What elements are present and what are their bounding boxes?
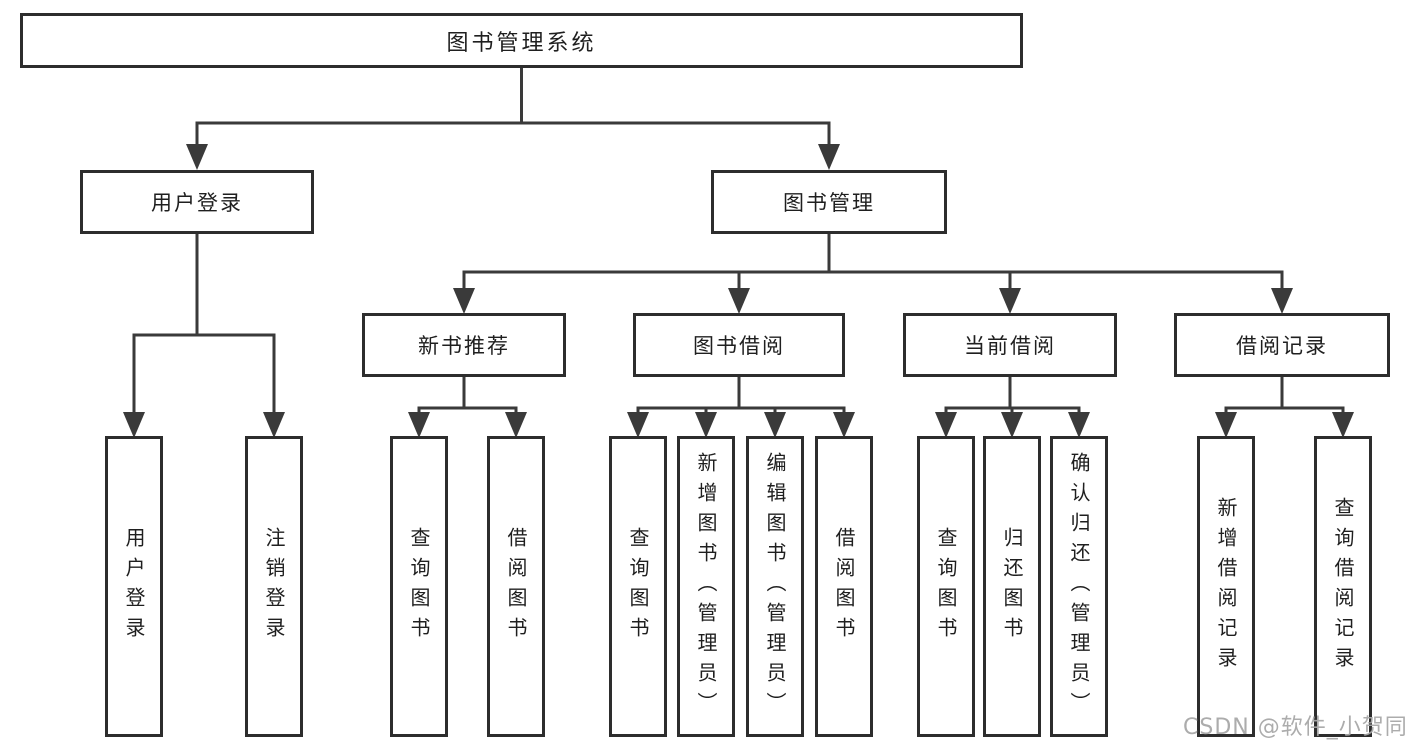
leaf-add-book-admin: 新增图书（管理员） [677,436,735,737]
leaf-return-book: 归还图书 [983,436,1041,737]
arrowhead-icon [186,144,208,170]
leaf-query-borrow-record: 查询借阅记录 [1314,436,1372,737]
node-label: 用户登录 [122,526,146,647]
leaf-query-book-3: 查询图书 [917,436,975,737]
node-new-book-recommend: 新书推荐 [362,313,566,377]
watermark: CSDN @软件_小贺同学 [1183,715,1405,740]
leaf-confirm-return-admin: 确认归还（管理员） [1050,436,1108,737]
node-label: 查询借阅记录 [1331,496,1355,677]
arrowhead-icon [833,412,855,438]
arrowhead-icon [408,412,430,438]
arrowhead-icon [263,412,285,438]
node-label: 新增图书（管理员） [694,451,718,722]
arrowhead-icon [1332,412,1354,438]
node-label: 图书借阅 [693,334,785,358]
node-borrow-records: 借阅记录 [1174,313,1390,377]
leaf-logout: 注销登录 [245,436,303,737]
arrowhead-icon [1068,412,1090,438]
node-user-login: 用户登录 [80,170,314,234]
arrowhead-icon [453,288,475,314]
arrowhead-icon [627,412,649,438]
node-label: 新书推荐 [418,334,510,358]
node-label: 当前借阅 [964,334,1056,358]
leaf-query-book-2: 查询图书 [609,436,667,737]
arrowhead-icon [1271,288,1293,314]
leaf-edit-book-admin: 编辑图书（管理员） [746,436,804,737]
node-label: 编辑图书（管理员） [763,451,787,722]
node-label: 确认归还（管理员） [1067,451,1091,722]
arrowhead-icon [505,412,527,438]
node-label: 图书管理 [783,191,875,215]
leaf-add-borrow-record: 新增借阅记录 [1197,436,1255,737]
node-label: 注销登录 [262,526,286,647]
node-book-borrow: 图书借阅 [633,313,845,377]
node-book-management: 图书管理 [711,170,947,234]
node-label: 用户登录 [151,191,243,215]
node-label: 查询图书 [626,526,650,647]
node-label: 借阅记录 [1236,334,1328,358]
arrowhead-icon [999,288,1021,314]
arrowhead-icon [695,412,717,438]
arrowhead-icon [935,412,957,438]
arrowhead-icon [123,412,145,438]
leaf-borrow-book-1: 借阅图书 [487,436,545,737]
arrowhead-icon [1215,412,1237,438]
node-label: 借阅图书 [504,526,528,647]
arrowhead-icon [728,288,750,314]
node-root: 图书管理系统 [20,13,1023,68]
node-label: 归还图书 [1000,526,1024,647]
node-label: 图书管理系统 [446,30,597,56]
node-label: 查询图书 [407,526,431,647]
leaf-query-book-1: 查询图书 [390,436,448,737]
arrowhead-icon [764,412,786,438]
leaf-borrow-book-2: 借阅图书 [815,436,873,737]
node-label: 借阅图书 [832,526,856,647]
node-label: 新增借阅记录 [1214,496,1238,677]
arrowhead-icon [1001,412,1023,438]
node-current-borrow: 当前借阅 [903,313,1117,377]
node-label: 查询图书 [934,526,958,647]
arrowhead-icon [818,144,840,170]
leaf-user-login: 用户登录 [105,436,163,737]
